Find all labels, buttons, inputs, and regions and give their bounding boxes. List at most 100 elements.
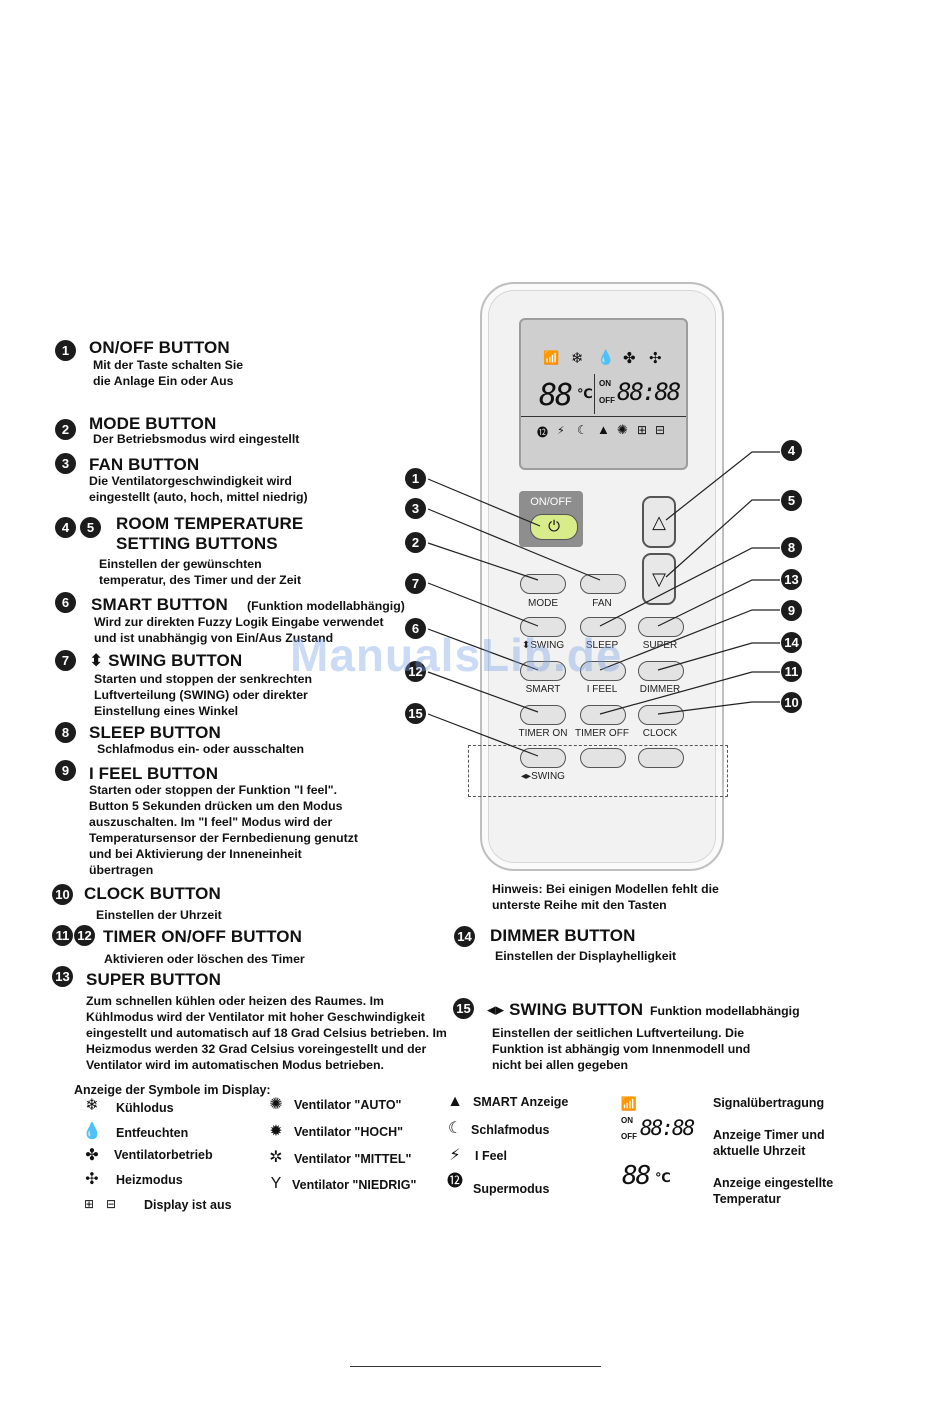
legend-cool: Kühlodus xyxy=(116,1101,174,1115)
power-icon: ⏻ xyxy=(548,518,560,535)
lcd-time: 88:88 xyxy=(617,378,681,406)
legend-temp-unit: ℃ xyxy=(655,1170,671,1185)
smart-note: (Funktion modellabhängig) xyxy=(247,599,405,613)
ifeel-desc-5: und bei Aktivierung der Inneneinheit xyxy=(89,847,302,861)
swing-h-note: Funktion modellabhängig xyxy=(650,1004,800,1018)
callout-line-11 xyxy=(599,671,780,715)
callout-12: 12 xyxy=(405,661,426,682)
callout-11: 11 xyxy=(781,661,802,682)
roomtemp-desc-2: temperatur, des Timer und der Zeit xyxy=(99,573,302,587)
swing-h-heading: ◂▸ SWING BUTTON xyxy=(487,1000,644,1019)
ifeel-desc-4: Temperatursensor der Fernbedienung genut… xyxy=(89,831,358,845)
section-number-11: 11 xyxy=(52,925,73,946)
heat-icon: ✣ xyxy=(649,350,662,367)
fan-icon: ✤ xyxy=(623,350,636,367)
callout-14: 14 xyxy=(781,632,802,653)
super-desc-2: Kühlmodus wird der Ventilator mit hoher … xyxy=(86,1010,425,1024)
fan-low-icon: Y xyxy=(270,1175,282,1192)
smart-button[interactable] xyxy=(520,661,566,681)
display-off-icon-1: ⊞ xyxy=(637,423,648,437)
clock-label: CLOCK xyxy=(642,728,678,739)
legend-smart: SMART Anzeige xyxy=(473,1095,569,1109)
ifeel-heading: I FEEL BUTTON xyxy=(89,764,219,783)
super-circle-icon: ⓬ xyxy=(446,1173,463,1190)
roomtemp-desc-1: Einstellen der gewünschten xyxy=(99,557,262,571)
legend-temp-1: Anzeige eingestellte xyxy=(713,1176,834,1190)
legend-temp-2: Temperatur xyxy=(713,1192,781,1206)
callout-line-10 xyxy=(657,701,780,715)
smart-desc-1: Wird zur direkten Fuzzy Logik Eingabe ve… xyxy=(94,615,384,629)
lcd-display: 📶 ❄ 💧 ✤ ✣ 88 ℃ ON OFF 88:88 ⓬ ⚡ ☾ ▲ ✺ ⊞ … xyxy=(519,318,688,470)
timer-off-label: TIMER OFF xyxy=(575,728,629,739)
swing-v-desc-2: Luftverteilung (SWING) oder direkter xyxy=(94,688,308,702)
legend-heat: Heizmodus xyxy=(116,1173,183,1187)
blank-button-1[interactable] xyxy=(580,748,626,768)
blank-button-2[interactable] xyxy=(638,748,684,768)
sleep-button[interactable] xyxy=(580,617,626,637)
onoff-desc-2: die Anlage Ein oder Aus xyxy=(93,374,234,388)
lcd-temperature: 88 xyxy=(539,378,573,413)
section-number-1: 1 xyxy=(55,340,76,361)
swing-horizontal-label: ◂▸SWING xyxy=(521,771,565,782)
section-number-5: 5 xyxy=(80,517,101,538)
smart-triangle-icon: ▲ xyxy=(447,1093,463,1110)
lcd-temp-unit: ℃ xyxy=(577,386,593,401)
temp-down-button[interactable]: ▽ xyxy=(642,553,676,605)
swing-vertical-button[interactable] xyxy=(520,617,566,637)
ifeel-button[interactable] xyxy=(580,661,626,681)
legend-super: Supermodus xyxy=(473,1182,550,1196)
onoff-button[interactable]: ⏻ xyxy=(530,514,578,540)
callout-10: 10 xyxy=(781,692,802,713)
callout-line-8 xyxy=(599,547,780,627)
temp-up-button[interactable]: △ xyxy=(642,496,676,548)
callout-line-15 xyxy=(427,713,539,757)
fan-medium-icon: ✲ xyxy=(269,1149,283,1166)
legend-fan-medium: Ventilator "MITTEL" xyxy=(294,1152,412,1166)
section-number-3: 3 xyxy=(55,453,76,474)
ifeel-desc-2: Button 5 Sekunden drücken um den Modus xyxy=(89,799,343,813)
timer-desc-1: Aktivieren oder löschen des Timer xyxy=(104,952,305,966)
onoff-heading: ON/OFF BUTTON xyxy=(89,338,230,357)
callout-line-3 xyxy=(427,508,601,581)
section-number-2: 2 xyxy=(55,419,76,440)
super-heading: SUPER BUTTON xyxy=(86,970,222,989)
swing-vertical-label: ⬍SWING xyxy=(521,640,565,651)
smart-heading: SMART BUTTON xyxy=(91,595,228,614)
callout-line-14 xyxy=(657,642,780,671)
callout-line-9 xyxy=(599,609,780,671)
onoff-desc-1: Mit der Taste schalten Sie xyxy=(93,358,244,372)
ifeel-icon: ⚡ xyxy=(557,425,565,437)
hint-line-1: Hinweis: Bei einigen Modellen fehlt die xyxy=(492,882,719,896)
legend-timer-2: aktuelle Uhrzeit xyxy=(713,1144,806,1158)
timer-on-label: TIMER ON xyxy=(518,728,568,739)
fan-speed-icon: ✺ xyxy=(617,422,628,437)
clock-desc-1: Einstellen der Uhrzeit xyxy=(96,908,222,922)
fan-desc-2: eingestellt (auto, hoch, mittel niedrig) xyxy=(89,490,308,504)
dimmer-desc-1: Einstellen der Displayhelligkeit xyxy=(495,949,677,963)
super-button[interactable] xyxy=(638,617,684,637)
section-number-15: 15 xyxy=(453,998,474,1019)
legend-ifeel: I Feel xyxy=(475,1149,507,1163)
legend-fan-high: Ventilator "HOCH" xyxy=(294,1125,404,1139)
sleep-label: SLEEP xyxy=(585,640,619,651)
mode-button[interactable] xyxy=(520,574,566,594)
clock-button[interactable] xyxy=(638,705,684,725)
section-number-6: 6 xyxy=(55,592,76,613)
signal-icon: 📶 xyxy=(543,350,560,365)
section-number-10: 10 xyxy=(52,884,73,905)
super-desc-1: Zum schnellen kühlen oder heizen des Rau… xyxy=(86,994,384,1008)
callout-3: 3 xyxy=(405,498,426,519)
super-label: SUPER xyxy=(642,640,678,651)
callout-7: 7 xyxy=(405,573,426,594)
callout-line-5 xyxy=(665,499,780,578)
fan-button[interactable] xyxy=(580,574,626,594)
ifeel-desc-1: Starten oder stoppen der Funktion "I fee… xyxy=(89,783,338,797)
sleep-desc-1: Schlafmodus ein- oder ausschalten xyxy=(97,742,305,756)
roomtemp-heading-2: SETTING BUTTONS xyxy=(116,534,278,553)
legend-time-display: 88:88 xyxy=(640,1116,695,1140)
fan-mode-icon: ✤ xyxy=(85,1147,99,1164)
section-number-8: 8 xyxy=(55,722,76,743)
fan-high-icon: ✹ xyxy=(269,1123,283,1140)
section-number-13: 13 xyxy=(52,966,73,987)
